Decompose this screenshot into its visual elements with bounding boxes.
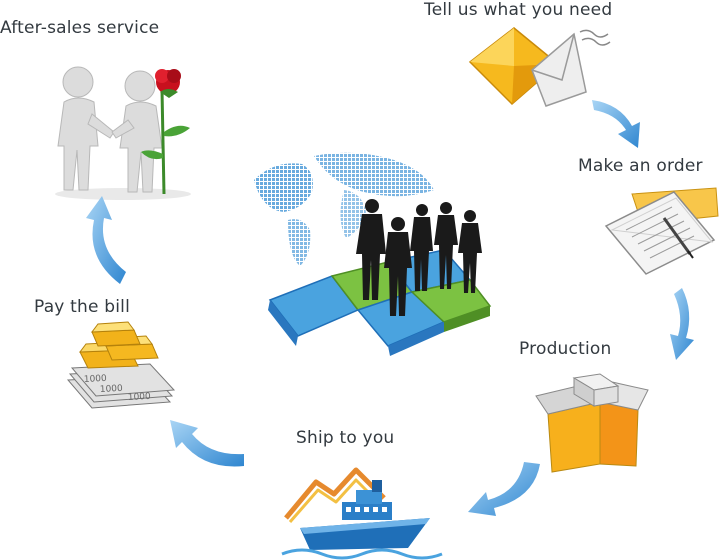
open-box-icon — [534, 372, 652, 480]
handshake-rose-icon — [48, 62, 198, 200]
arrow-4 — [170, 420, 244, 467]
envelope-icon — [462, 22, 612, 112]
gold-and-cash-icon: 1000 1000 1000 — [66, 318, 178, 418]
banknote-text-3: 1000 — [128, 392, 152, 403]
step-label-make-order: Make an order — [578, 156, 703, 176]
step-label-pay: Pay the bill — [34, 297, 131, 317]
document-pen-icon — [602, 182, 722, 277]
step-label-after-sales: After-sales service — [0, 18, 160, 38]
banknote-text-1: 1000 — [84, 374, 108, 385]
arrow-5 — [86, 196, 126, 284]
arrow-1 — [592, 100, 640, 148]
banknote-text-2: 1000 — [100, 384, 124, 395]
step-label-tell-us: Tell us what you need — [424, 0, 613, 20]
business-team-world-map-icon — [248, 150, 510, 360]
step-label-production: Production — [519, 339, 612, 359]
ship-icon — [280, 462, 460, 560]
arrow-3 — [468, 462, 540, 516]
step-label-ship: Ship to you — [296, 428, 395, 448]
arrow-2 — [670, 288, 694, 360]
